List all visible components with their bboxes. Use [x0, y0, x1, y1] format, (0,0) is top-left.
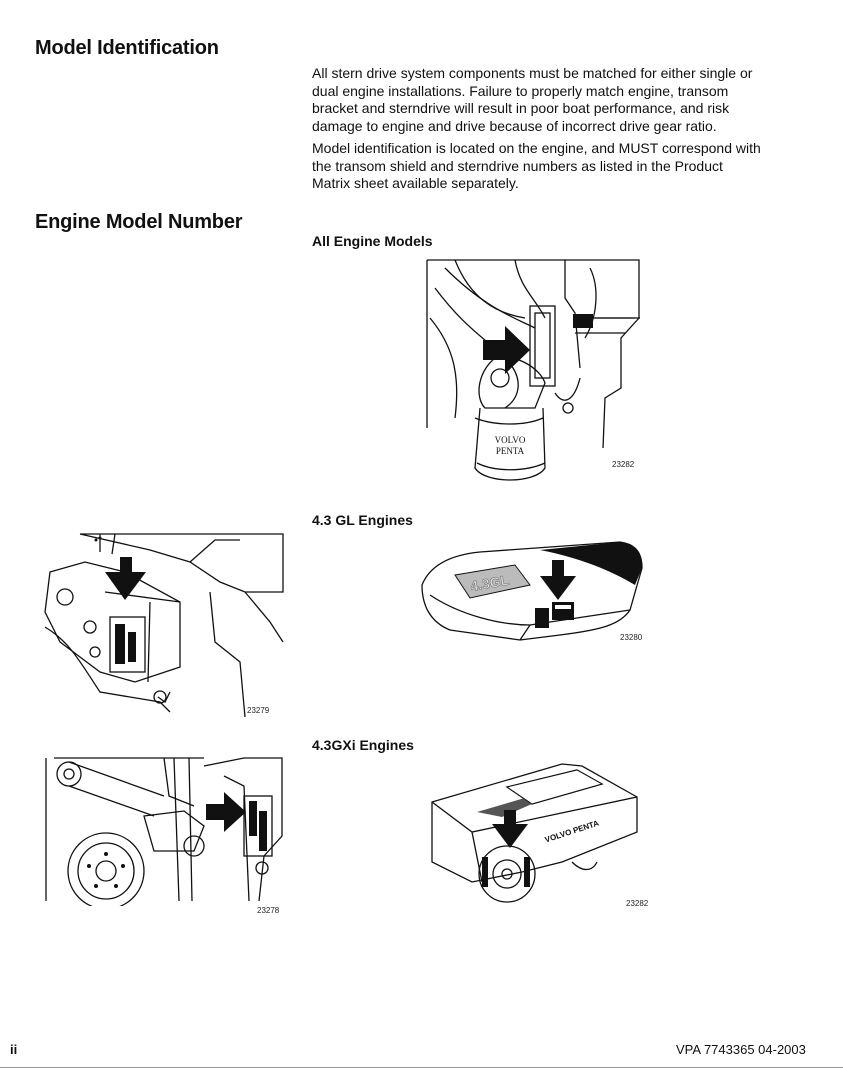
filter-brand-line1: VOLVO — [495, 435, 526, 445]
cover-brand-text: VOLVO PENTA — [544, 819, 600, 845]
figure-number: 23280 — [620, 633, 643, 642]
figure-number: 23278 — [257, 906, 280, 915]
figure-43-gl-cover: 4.3GL 23280 — [420, 540, 645, 645]
figure-43-gxi-cover: VOLVO PENTA 23282 — [412, 762, 652, 912]
cover-badge-text: 4.3GL — [469, 572, 511, 595]
figure-number: 23279 — [247, 706, 270, 715]
arrow-indicator — [492, 810, 528, 848]
heading-engine-model-number: Engine Model Number — [35, 211, 243, 233]
figure-number: 23282 — [626, 899, 649, 908]
filter-brand-line2: PENTA — [496, 446, 525, 456]
engine-illustration-gxi-side — [45, 757, 283, 906]
arrow-indicator — [483, 326, 530, 374]
arrow-indicator — [105, 557, 146, 600]
engine-illustration-gl-side — [44, 533, 284, 718]
paragraph-matching-components: All stern drive system components must b… — [312, 65, 753, 134]
paragraph-model-id-location: Model identification is located on the e… — [312, 140, 761, 191]
figure-heading-43-gl: 4.3 GL Engines — [312, 512, 413, 528]
figure-heading-all-engine-models: All Engine Models — [312, 233, 433, 249]
figure-43-gxi-engine-side: 23278 — [44, 756, 284, 916]
arrow-indicator — [540, 560, 576, 600]
engine-illustration-filter: VOLVO PENTA — [426, 259, 640, 481]
heading-model-identification: Model Identification — [35, 37, 219, 59]
engine-cover-gxi: VOLVO PENTA — [431, 763, 638, 903]
footer-page-number: ii — [10, 1042, 18, 1057]
engine-cover-gl: 4.3GL — [421, 541, 643, 641]
figure-number: 23282 — [612, 460, 635, 469]
figure-43-gl-engine-side: 23279 — [40, 532, 285, 722]
arrow-indicator — [206, 792, 246, 832]
figure-all-engine-models: VOLVO PENTA 23282 — [425, 258, 641, 488]
figure-heading-43-gxi: 4.3GXi Engines — [312, 737, 414, 753]
footer-document-reference: VPA 7743365 04-2003 — [676, 1042, 806, 1057]
footer-divider — [0, 1067, 843, 1068]
